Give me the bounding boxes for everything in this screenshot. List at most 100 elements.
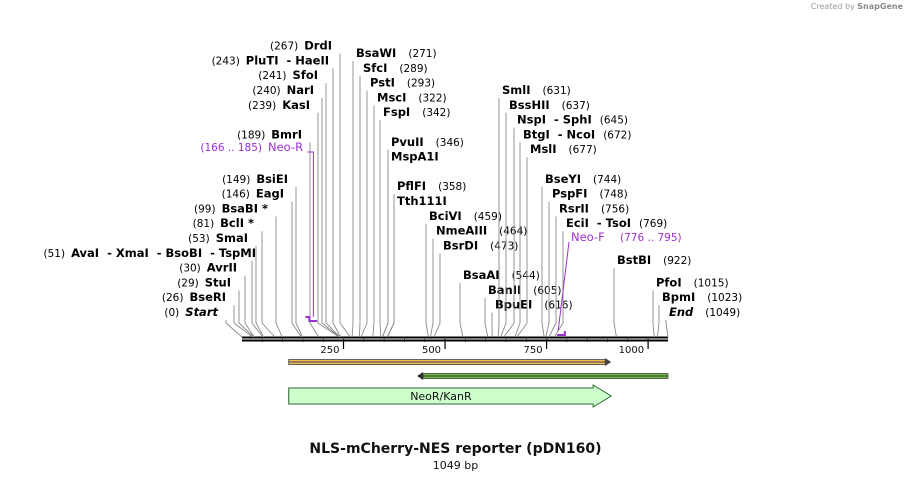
site-connector <box>516 157 528 338</box>
site-position: (631) <box>543 85 571 97</box>
restriction-site[interactable]: MscI(322) <box>372 90 447 338</box>
orf-bar-arrowhead <box>417 372 424 380</box>
site-connector <box>459 283 464 338</box>
restriction-site[interactable]: SfcI(289) <box>358 61 428 338</box>
site-connector <box>275 216 283 338</box>
restriction-site[interactable]: EciI - TsoI(769) <box>553 216 667 338</box>
restriction-site[interactable]: AvaI - XmaI - BsoBI - TspMI(51) <box>44 246 264 338</box>
primer-arrow <box>305 316 318 322</box>
site-connector <box>238 290 255 338</box>
orf-bar[interactable] <box>288 358 612 366</box>
restriction-site[interactable]: BmrI(189) <box>237 127 320 338</box>
restriction-site[interactable]: KasI(239) <box>248 98 340 338</box>
restriction-site[interactable]: BsaBI * (99) <box>194 201 283 338</box>
site-connector <box>291 201 302 338</box>
site-name: MspA1I <box>391 150 439 164</box>
site-name: PflFI <box>397 179 426 193</box>
site-connector <box>545 201 550 338</box>
site-connector <box>665 320 669 338</box>
site-position: (769) <box>639 218 667 230</box>
primer-neo-r[interactable]: Neo-R(166 .. 185) <box>200 140 318 322</box>
restriction-site[interactable]: StuI(29) <box>177 275 255 338</box>
orf-bar[interactable] <box>417 372 669 380</box>
restriction-site[interactable]: BseRI(26) <box>162 290 253 338</box>
site-name: BanII <box>488 283 521 297</box>
site-connector <box>317 112 340 338</box>
site-connector <box>613 268 617 338</box>
site-position: (239) <box>248 100 276 112</box>
restriction-site[interactable]: BtgI - NcoI(672) <box>514 127 632 338</box>
site-connector <box>360 90 368 338</box>
site-name: BpmI <box>662 290 695 304</box>
site-position: (744) <box>593 174 621 186</box>
site-connector <box>541 186 545 338</box>
credit-prefix: Created by <box>810 2 855 11</box>
site-connector <box>425 223 429 338</box>
restriction-site[interactable]: End(1049) <box>665 305 740 338</box>
site-name: PstI <box>370 76 395 90</box>
restriction-site[interactable]: BsrDI(473) <box>433 238 518 338</box>
site-name: FspI <box>383 105 410 119</box>
site-name: BssHII <box>509 98 550 112</box>
restriction-site[interactable]: Start(0) <box>164 305 243 338</box>
restriction-site[interactable]: BanII(605) <box>484 283 562 338</box>
credit-brand: SnapGene <box>857 2 903 11</box>
restriction-site[interactable]: DrdI(267) <box>270 39 351 338</box>
ruler-tick-label: 250 <box>320 345 339 356</box>
restriction-site[interactable]: BsaAI(544) <box>459 268 540 338</box>
feature-label: NeoR/KanR <box>410 390 472 403</box>
restriction-site[interactable]: MspA1I <box>382 150 439 338</box>
restriction-site[interactable]: RsrII(756) <box>548 201 629 338</box>
restriction-site[interactable]: BciVI(459) <box>425 209 502 338</box>
restriction-site[interactable]: FspI (342) <box>379 105 450 338</box>
site-connector <box>548 216 557 338</box>
site-connector <box>497 98 500 338</box>
site-name: BsaBI * <box>222 201 268 215</box>
restriction-site[interactable]: AvrII(30) <box>179 261 255 338</box>
restriction-site[interactable]: BpuEI(616) <box>491 298 573 338</box>
site-name: NmeAIII <box>436 224 487 238</box>
restriction-site[interactable]: BclI *(81) <box>193 216 276 338</box>
site-connector <box>433 253 441 338</box>
restriction-site[interactable]: BstBI(922) <box>613 253 691 338</box>
restriction-site[interactable]: SmaI(53) <box>188 231 264 338</box>
site-connector <box>261 231 276 338</box>
site-connector <box>358 75 361 338</box>
restriction-site[interactable]: MslI(677) <box>516 142 597 338</box>
site-connector <box>325 83 341 338</box>
site-position: (99) <box>194 203 216 215</box>
restriction-site[interactable]: EagI(146) <box>222 187 302 338</box>
site-position: (342) <box>422 107 450 119</box>
restriction-site[interactable]: BsiEI(149) <box>222 172 303 338</box>
restriction-site[interactable]: BpmI(1023) <box>656 290 742 338</box>
site-name: BsaAI <box>463 268 500 282</box>
snapgene-credit: Created by SnapGene <box>811 2 903 11</box>
site-connector <box>429 238 434 338</box>
restriction-site[interactable]: PfoI(1015) <box>652 275 729 338</box>
restriction-site[interactable]: NarI(240) <box>252 83 340 338</box>
restriction-site[interactable]: NspI - SphI(645) <box>503 113 628 338</box>
feature-neor-kanr[interactable]: NeoR/KanR <box>288 384 613 408</box>
restriction-site[interactable]: BseYI(744) <box>541 172 621 338</box>
restriction-site[interactable]: BssHII(637) <box>500 98 590 338</box>
site-position: (473) <box>490 240 518 252</box>
site-name: DrdI <box>304 39 332 53</box>
restriction-site[interactable]: BsaWI(271) <box>351 46 437 338</box>
feature-arrow <box>288 384 613 408</box>
restriction-site[interactable]: PspFI(748) <box>545 187 628 338</box>
restriction-site[interactable]: PluTI - HaeII(243) <box>212 53 342 338</box>
restriction-site[interactable]: SmlI (631) <box>497 83 571 338</box>
site-connector <box>339 53 351 338</box>
restriction-site[interactable]: SfoI(241) <box>258 68 341 338</box>
site-name: BclI * <box>220 216 254 230</box>
site-name: Start <box>185 305 218 319</box>
site-name: Tth111I <box>397 194 447 208</box>
site-name: SmlI <box>502 83 531 97</box>
site-name: BmrI <box>271 127 302 141</box>
restriction-site[interactable]: PstI(293) <box>360 76 435 338</box>
orf-bar-arrowhead <box>605 358 612 366</box>
site-name: BsiEI <box>256 172 288 186</box>
restriction-site[interactable]: Tth111I <box>386 194 447 338</box>
primer-neo-f[interactable]: Neo-F(776 .. 795) <box>557 230 682 336</box>
